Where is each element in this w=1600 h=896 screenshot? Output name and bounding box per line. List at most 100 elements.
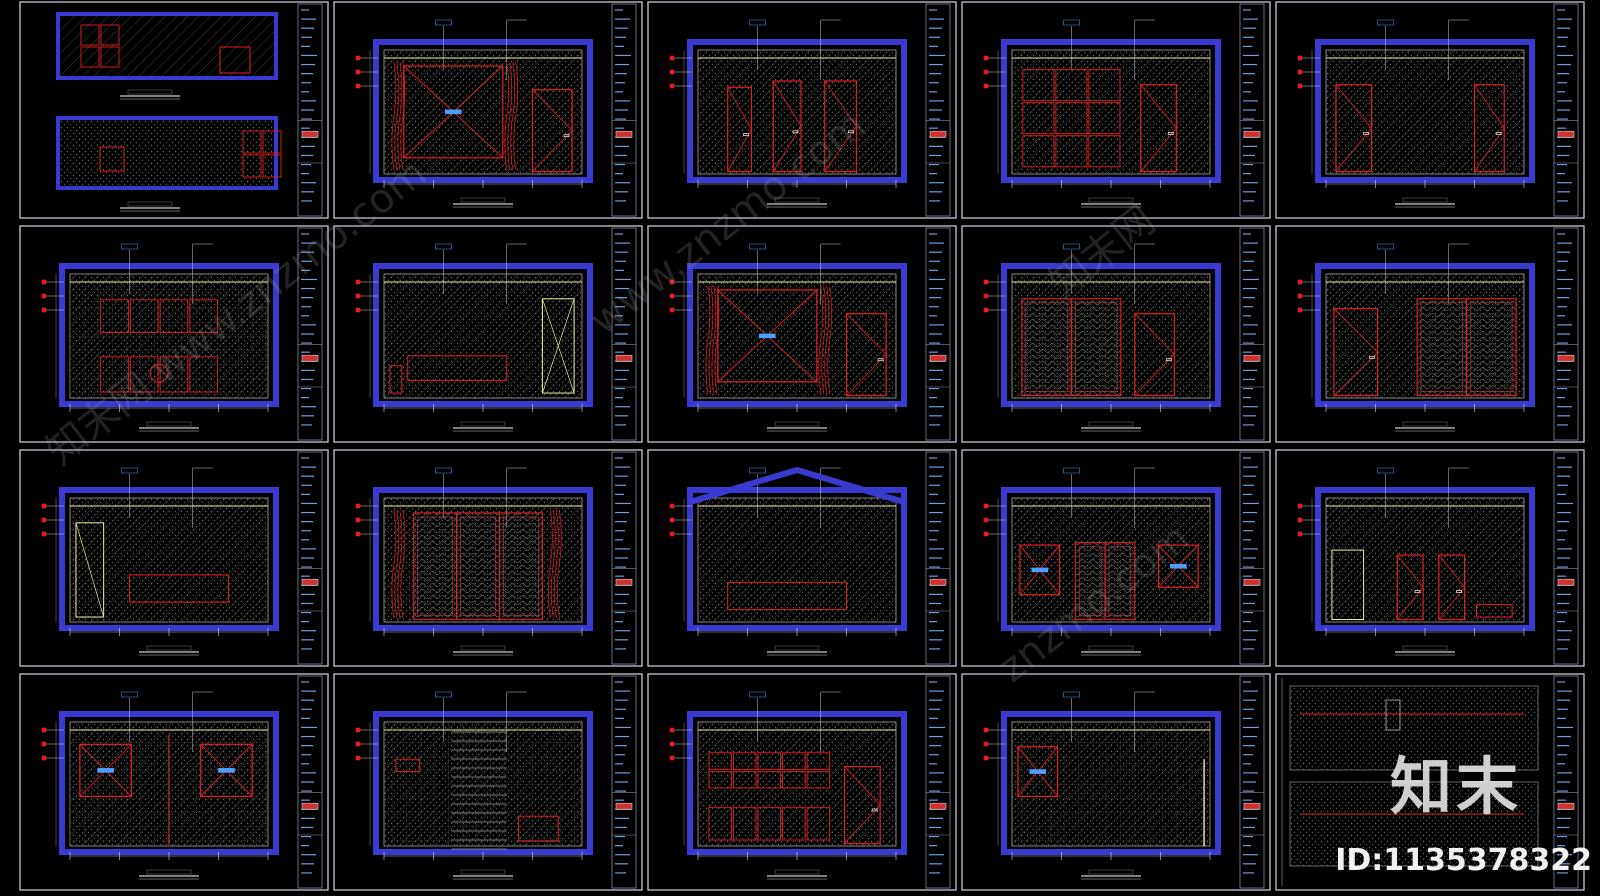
level-tag — [355, 727, 361, 733]
drawing-sheet-bed-wardrobe — [333, 225, 643, 443]
sliding-door-glass — [1470, 302, 1513, 392]
title-block — [925, 451, 951, 665]
cabinet-door — [708, 752, 732, 770]
drawing-sheet-gable — [647, 449, 957, 667]
level-tag — [669, 755, 675, 761]
wall-tiles — [1012, 734, 1210, 844]
curtain-fold — [711, 285, 717, 395]
title-block-logo — [301, 354, 319, 362]
curtain-fold — [714, 285, 720, 395]
title-block — [611, 675, 637, 889]
door-handle — [871, 808, 878, 812]
door-swing-line — [1333, 351, 1378, 396]
level-tag — [1297, 517, 1303, 523]
level-tag — [1297, 55, 1303, 61]
level-tag — [355, 293, 361, 299]
floor-plan-lower — [56, 116, 278, 190]
level-tag — [983, 741, 989, 747]
leader-label — [435, 243, 452, 250]
level-tag — [355, 517, 361, 523]
cabinet-door — [806, 806, 831, 841]
level-tag — [41, 517, 47, 523]
drawing-caption — [774, 869, 820, 875]
cabinet-door — [733, 806, 757, 841]
level-tag — [669, 741, 675, 747]
title-block — [297, 227, 323, 441]
watermark-logo: 知末 — [1389, 750, 1522, 823]
drawing-caption — [460, 869, 506, 875]
window-frame — [1017, 746, 1059, 797]
leader-label — [121, 243, 138, 250]
wall-finish-hatch — [1012, 50, 1210, 174]
wall-finish-hatch — [698, 498, 896, 622]
drawing-sheet-door-sliding — [1275, 225, 1585, 443]
leader-label — [435, 19, 452, 26]
toilet — [518, 815, 559, 842]
title-block-logo — [301, 802, 319, 810]
wall-tiles — [70, 288, 268, 396]
level-tag — [983, 69, 989, 75]
curtain-fold — [553, 509, 559, 619]
level-tag — [669, 69, 675, 75]
drawing-caption — [774, 421, 820, 427]
sofa — [1475, 604, 1513, 618]
level-tag — [669, 727, 675, 733]
curtain-fold — [391, 61, 397, 171]
curtain-fold — [818, 285, 824, 395]
title-block — [1553, 227, 1579, 441]
door-handle — [1369, 356, 1375, 359]
sliding-door-panel — [1416, 298, 1468, 397]
level-tag — [1297, 531, 1303, 537]
title-block-logo — [615, 802, 633, 810]
level-tag — [355, 741, 361, 747]
wall-finish-hatch — [384, 50, 582, 174]
level-tag — [355, 279, 361, 285]
level-tag — [983, 755, 989, 761]
curtain-fold — [556, 509, 562, 619]
title-block — [297, 675, 323, 889]
cabinet-door — [757, 806, 782, 841]
level-tag — [983, 293, 989, 299]
cabinet-door — [262, 130, 282, 154]
drawing-caption — [1088, 421, 1134, 427]
door-swing-line — [1474, 84, 1505, 129]
title-block — [1239, 3, 1265, 217]
drawing-sheet-two-windows — [961, 449, 1271, 667]
cabinet-door — [242, 130, 262, 154]
sliding-door-panel — [1466, 298, 1517, 397]
level-tag — [983, 503, 989, 509]
sliding-door-glass — [503, 516, 539, 616]
title-block — [611, 451, 637, 665]
level-tag — [355, 503, 361, 509]
drawing-caption — [127, 201, 173, 207]
sliding-door-glass — [1108, 546, 1132, 616]
title-block-logo — [929, 354, 947, 362]
window-frame — [1019, 544, 1061, 596]
window-tag — [1170, 563, 1187, 569]
title-block — [1239, 227, 1265, 441]
level-tag — [1297, 307, 1303, 313]
door-handle — [848, 130, 854, 134]
title-block-logo — [1243, 578, 1261, 586]
level-tag — [1297, 279, 1303, 285]
leader-label — [1063, 243, 1080, 250]
level-tag — [355, 83, 361, 89]
door-swing-line — [532, 89, 573, 131]
door-swing-line — [846, 313, 887, 355]
cabinet-door — [80, 24, 100, 46]
level-tag — [983, 55, 989, 61]
gable-roof — [689, 466, 905, 505]
title-block — [611, 3, 637, 217]
leader-label — [435, 691, 452, 698]
cabinet-door — [100, 299, 129, 333]
level-tag — [1297, 69, 1303, 75]
door-swing-line — [1474, 127, 1505, 172]
curtain-fold — [821, 285, 827, 395]
window-frame — [1157, 544, 1199, 588]
level-tag — [355, 755, 361, 761]
title-block — [1553, 675, 1579, 889]
title-block — [297, 3, 323, 217]
drawing-sheet-bath-two-windows — [19, 673, 329, 891]
sliding-door-glass — [1420, 302, 1463, 392]
drawing-sheet-three-doors — [647, 1, 957, 219]
